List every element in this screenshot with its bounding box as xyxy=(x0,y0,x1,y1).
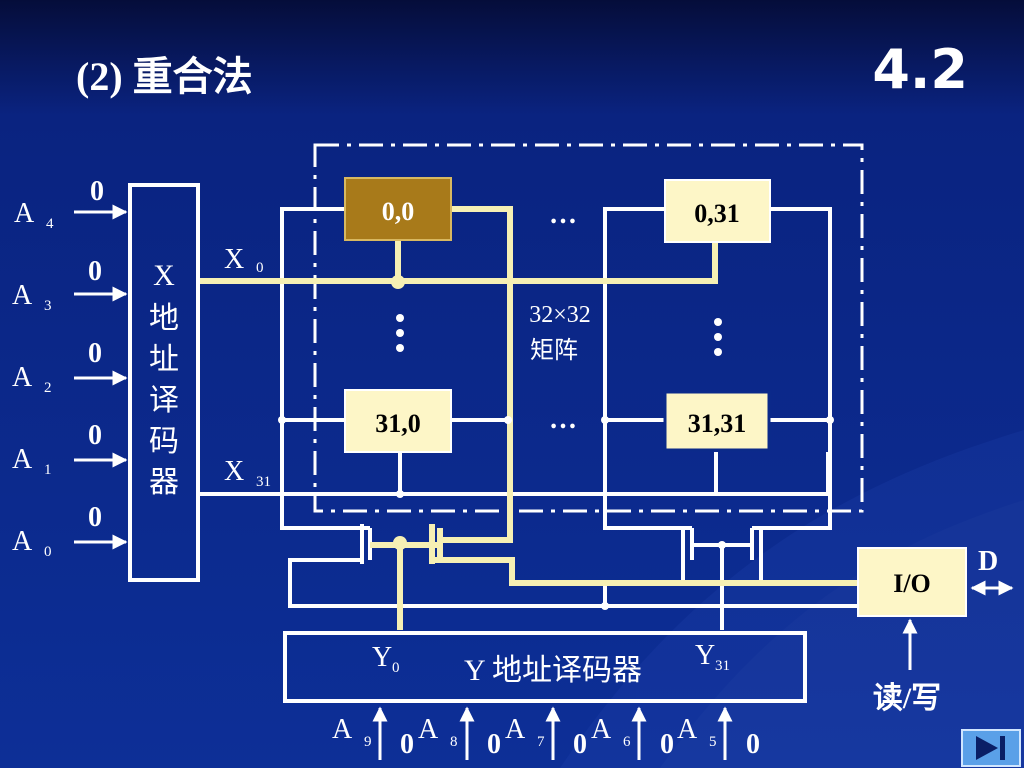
address-bit-value: 0 xyxy=(88,502,102,533)
cell-label: 31,0 xyxy=(375,409,421,438)
section-number: 4.2 xyxy=(872,38,968,101)
read-write-label: 读/写 xyxy=(873,682,941,715)
x-decoder-label: X 地 址 译 码 器 xyxy=(149,259,179,499)
x-decoder-char: X xyxy=(153,259,175,292)
column-line-sub: 31 xyxy=(715,658,730,674)
column-line-name: Y xyxy=(695,640,715,671)
memory-cell-31-0 xyxy=(344,389,452,453)
memory-cell-0-31 xyxy=(664,179,771,243)
memory-cell-31-31 xyxy=(663,390,771,452)
address-line-name: A xyxy=(14,198,35,229)
x-address-inputs: A 4 0 A 3 0 A 2 0 A 1 0 A 0 0 xyxy=(12,176,128,560)
address-line-name: A xyxy=(12,362,33,393)
vertical-ellipsis xyxy=(396,314,722,356)
cell-label: 0,31 xyxy=(694,199,740,228)
row-line-sub: 31 xyxy=(256,474,271,490)
address-bit-value: 0 xyxy=(746,729,760,760)
address-line-sub: 1 xyxy=(44,462,52,478)
slide-title: (2) 重合法 xyxy=(76,54,253,99)
address-line-name: A xyxy=(12,526,33,557)
address-line-name: A xyxy=(418,714,439,745)
matrix-size-label: 32×32 xyxy=(529,302,591,328)
address-line-name: A xyxy=(677,714,698,745)
y-decoder-label: Y 地址译码器 xyxy=(464,654,642,687)
address-bit-value: 0 xyxy=(573,729,587,760)
row-line-name: X xyxy=(224,244,244,275)
address-line-sub: 2 xyxy=(44,380,52,396)
y-output-labels: Y 0 Y 31 xyxy=(372,640,730,676)
data-line-label: D xyxy=(978,546,998,577)
address-line-sub: 8 xyxy=(450,734,458,750)
address-bit-value: 0 xyxy=(90,176,104,207)
io-block xyxy=(857,547,967,617)
column-line-name: Y xyxy=(372,642,392,673)
address-line-name: A xyxy=(12,280,33,311)
address-bit-value: 0 xyxy=(88,256,102,287)
address-line-sub: 5 xyxy=(709,734,717,750)
io-label: I/O xyxy=(893,569,931,598)
row-line-sub: 0 xyxy=(256,260,264,276)
address-line-sub: 9 xyxy=(364,734,372,750)
address-line-sub: 0 xyxy=(44,544,52,560)
address-bit-value: 0 xyxy=(487,729,501,760)
matrix-label: 矩阵 xyxy=(530,337,578,364)
end-bar-icon xyxy=(1000,736,1005,760)
x-decoder-char: 地 xyxy=(149,302,179,335)
matrix-boundary xyxy=(313,143,864,513)
white-wiring xyxy=(200,207,862,630)
x-decoder-char: 址 xyxy=(149,343,179,376)
memory-cell-0-0-selected xyxy=(344,177,452,241)
address-line-sub: 3 xyxy=(44,298,52,314)
column-line-sub: 0 xyxy=(392,660,400,676)
row-line-name: X xyxy=(224,456,244,487)
address-line-name: A xyxy=(12,444,33,475)
play-icon xyxy=(976,736,998,760)
address-line-name: A xyxy=(332,714,353,745)
horizontal-ellipsis: … xyxy=(549,199,577,230)
x-decoder-char: 译 xyxy=(149,384,179,417)
junction-dots-white xyxy=(278,416,834,610)
x-output-labels: X 0 X 31 xyxy=(224,244,271,490)
address-bit-value: 0 xyxy=(88,338,102,369)
cell-label: 31,31 xyxy=(688,409,747,438)
address-line-sub: 4 xyxy=(46,216,54,232)
x-decoder-char: 器 xyxy=(149,466,179,499)
cell-label: 0,0 xyxy=(382,197,415,226)
y-address-inputs: A 9 0 A 8 0 A 7 0 A 6 0 A 5 0 xyxy=(332,706,760,760)
address-line-sub: 6 xyxy=(623,734,631,750)
horizontal-ellipsis: … xyxy=(549,404,577,435)
address-bit-value: 0 xyxy=(88,420,102,451)
junction-dots xyxy=(391,275,407,550)
address-bit-value: 0 xyxy=(660,729,674,760)
x-decoder-box xyxy=(128,183,200,582)
next-slide-button[interactable] xyxy=(961,729,1021,767)
y-decoder-box xyxy=(283,631,807,703)
selected-path xyxy=(200,206,860,630)
address-line-name: A xyxy=(505,714,526,745)
x-decoder-char: 码 xyxy=(149,425,179,458)
address-line-sub: 7 xyxy=(537,734,545,750)
address-bit-value: 0 xyxy=(400,729,414,760)
address-line-name: A xyxy=(591,714,612,745)
